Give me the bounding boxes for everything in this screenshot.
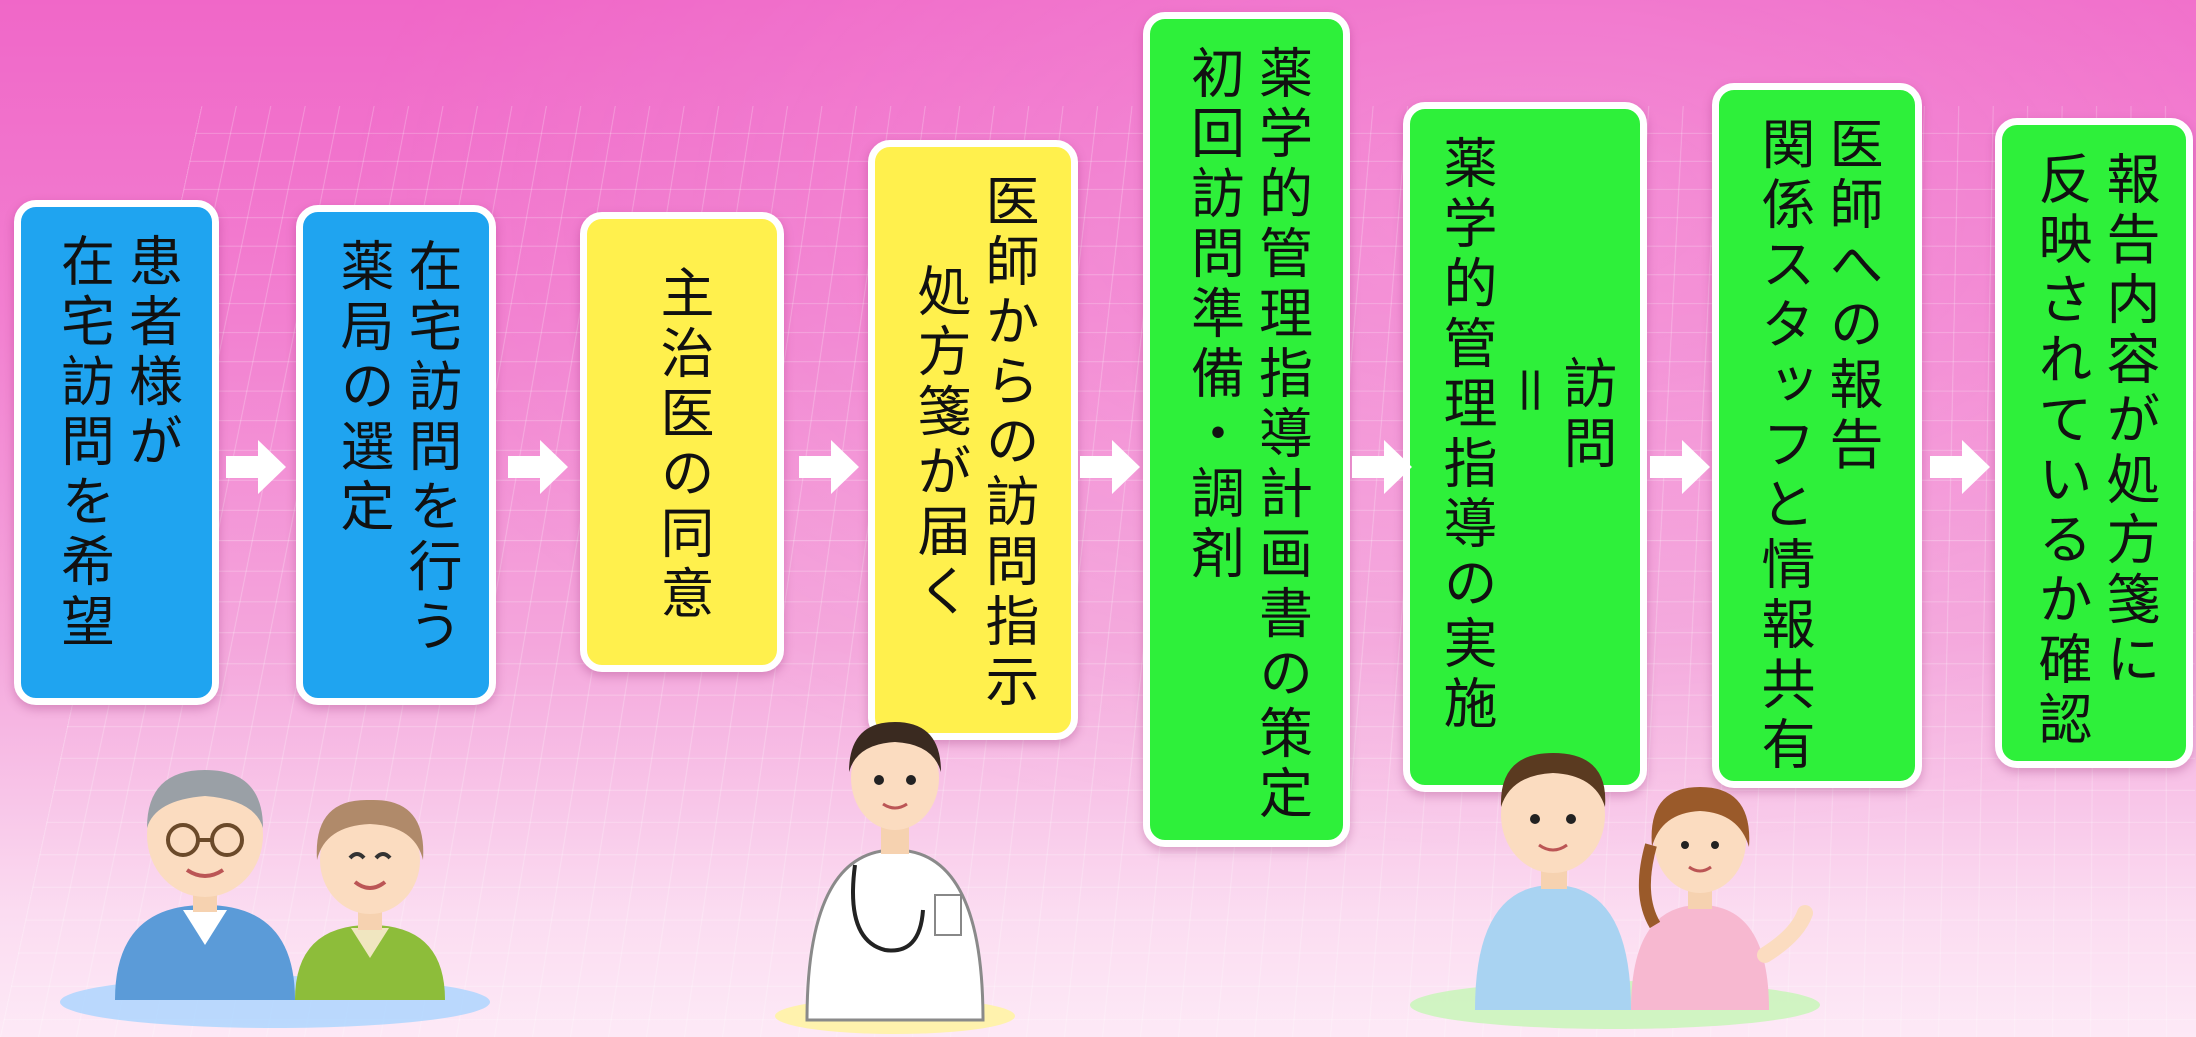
step-consent-line-1: 主治医の同意 xyxy=(651,265,714,625)
arrow-icon-1 xyxy=(224,436,288,498)
nurse-staff-illustration xyxy=(1405,735,1825,1030)
elderly-couple-illustration xyxy=(55,730,495,1030)
step-instruction-line-2: 処方箋が届く xyxy=(908,263,971,623)
step-plan-line-2: 初回訪問準備・調剤 xyxy=(1181,45,1245,585)
doctor-illustration xyxy=(745,700,1045,1037)
step-visit-line-1: 訪問 xyxy=(1554,355,1617,475)
arrow-icon-4 xyxy=(1078,436,1142,498)
arrow-icon-2 xyxy=(506,436,570,498)
arrow-icon-7 xyxy=(1928,436,1992,498)
step-request-line-1: 患者様が xyxy=(119,233,183,473)
step-select-box: 在宅訪問を行う 薬局の選定 xyxy=(296,205,496,705)
step-request-line-2: 在宅訪問を希望 xyxy=(51,233,115,653)
step-instruction-box: 医師からの訪問指示 処方箋が届く xyxy=(868,140,1078,740)
step-confirm-line-2: 反映されているか確認 xyxy=(2029,151,2092,751)
step-report-line-1: 医師への報告 xyxy=(1820,116,1883,476)
step-select-line-2: 薬局の選定 xyxy=(331,238,394,538)
step-select-line-1: 在宅訪問を行う xyxy=(399,238,462,658)
arrow-icon-3 xyxy=(797,436,861,498)
step-plan-line-1: 薬学的管理指導計画書の策定 xyxy=(1249,45,1313,825)
step-instruction-line-1: 医師からの訪問指示 xyxy=(976,173,1039,713)
step-report-line-2: 関係スタッフと情報共有 xyxy=(1752,116,1815,776)
step-request-box: 患者様が 在宅訪問を希望 xyxy=(14,200,219,705)
step-visit-equals: ＝ xyxy=(1494,363,1557,423)
step-visit-line-2: 薬学的管理指導の実施 xyxy=(1434,135,1497,735)
step-report-box: 医師への報告 関係スタッフと情報共有 xyxy=(1712,83,1922,788)
step-visit-box: 訪問 ＝ 薬学的管理指導の実施 xyxy=(1403,102,1647,792)
arrow-icon-6 xyxy=(1648,436,1712,498)
arrow-icon-5 xyxy=(1350,436,1414,498)
step-confirm-line-1: 報告内容が処方箋に xyxy=(2097,151,2160,691)
step-consent-box: 主治医の同意 xyxy=(580,212,784,672)
step-plan-box: 薬学的管理指導計画書の策定 初回訪問準備・調剤 xyxy=(1143,12,1350,847)
step-confirm-box: 報告内容が処方箋に 反映されているか確認 xyxy=(1995,118,2193,768)
